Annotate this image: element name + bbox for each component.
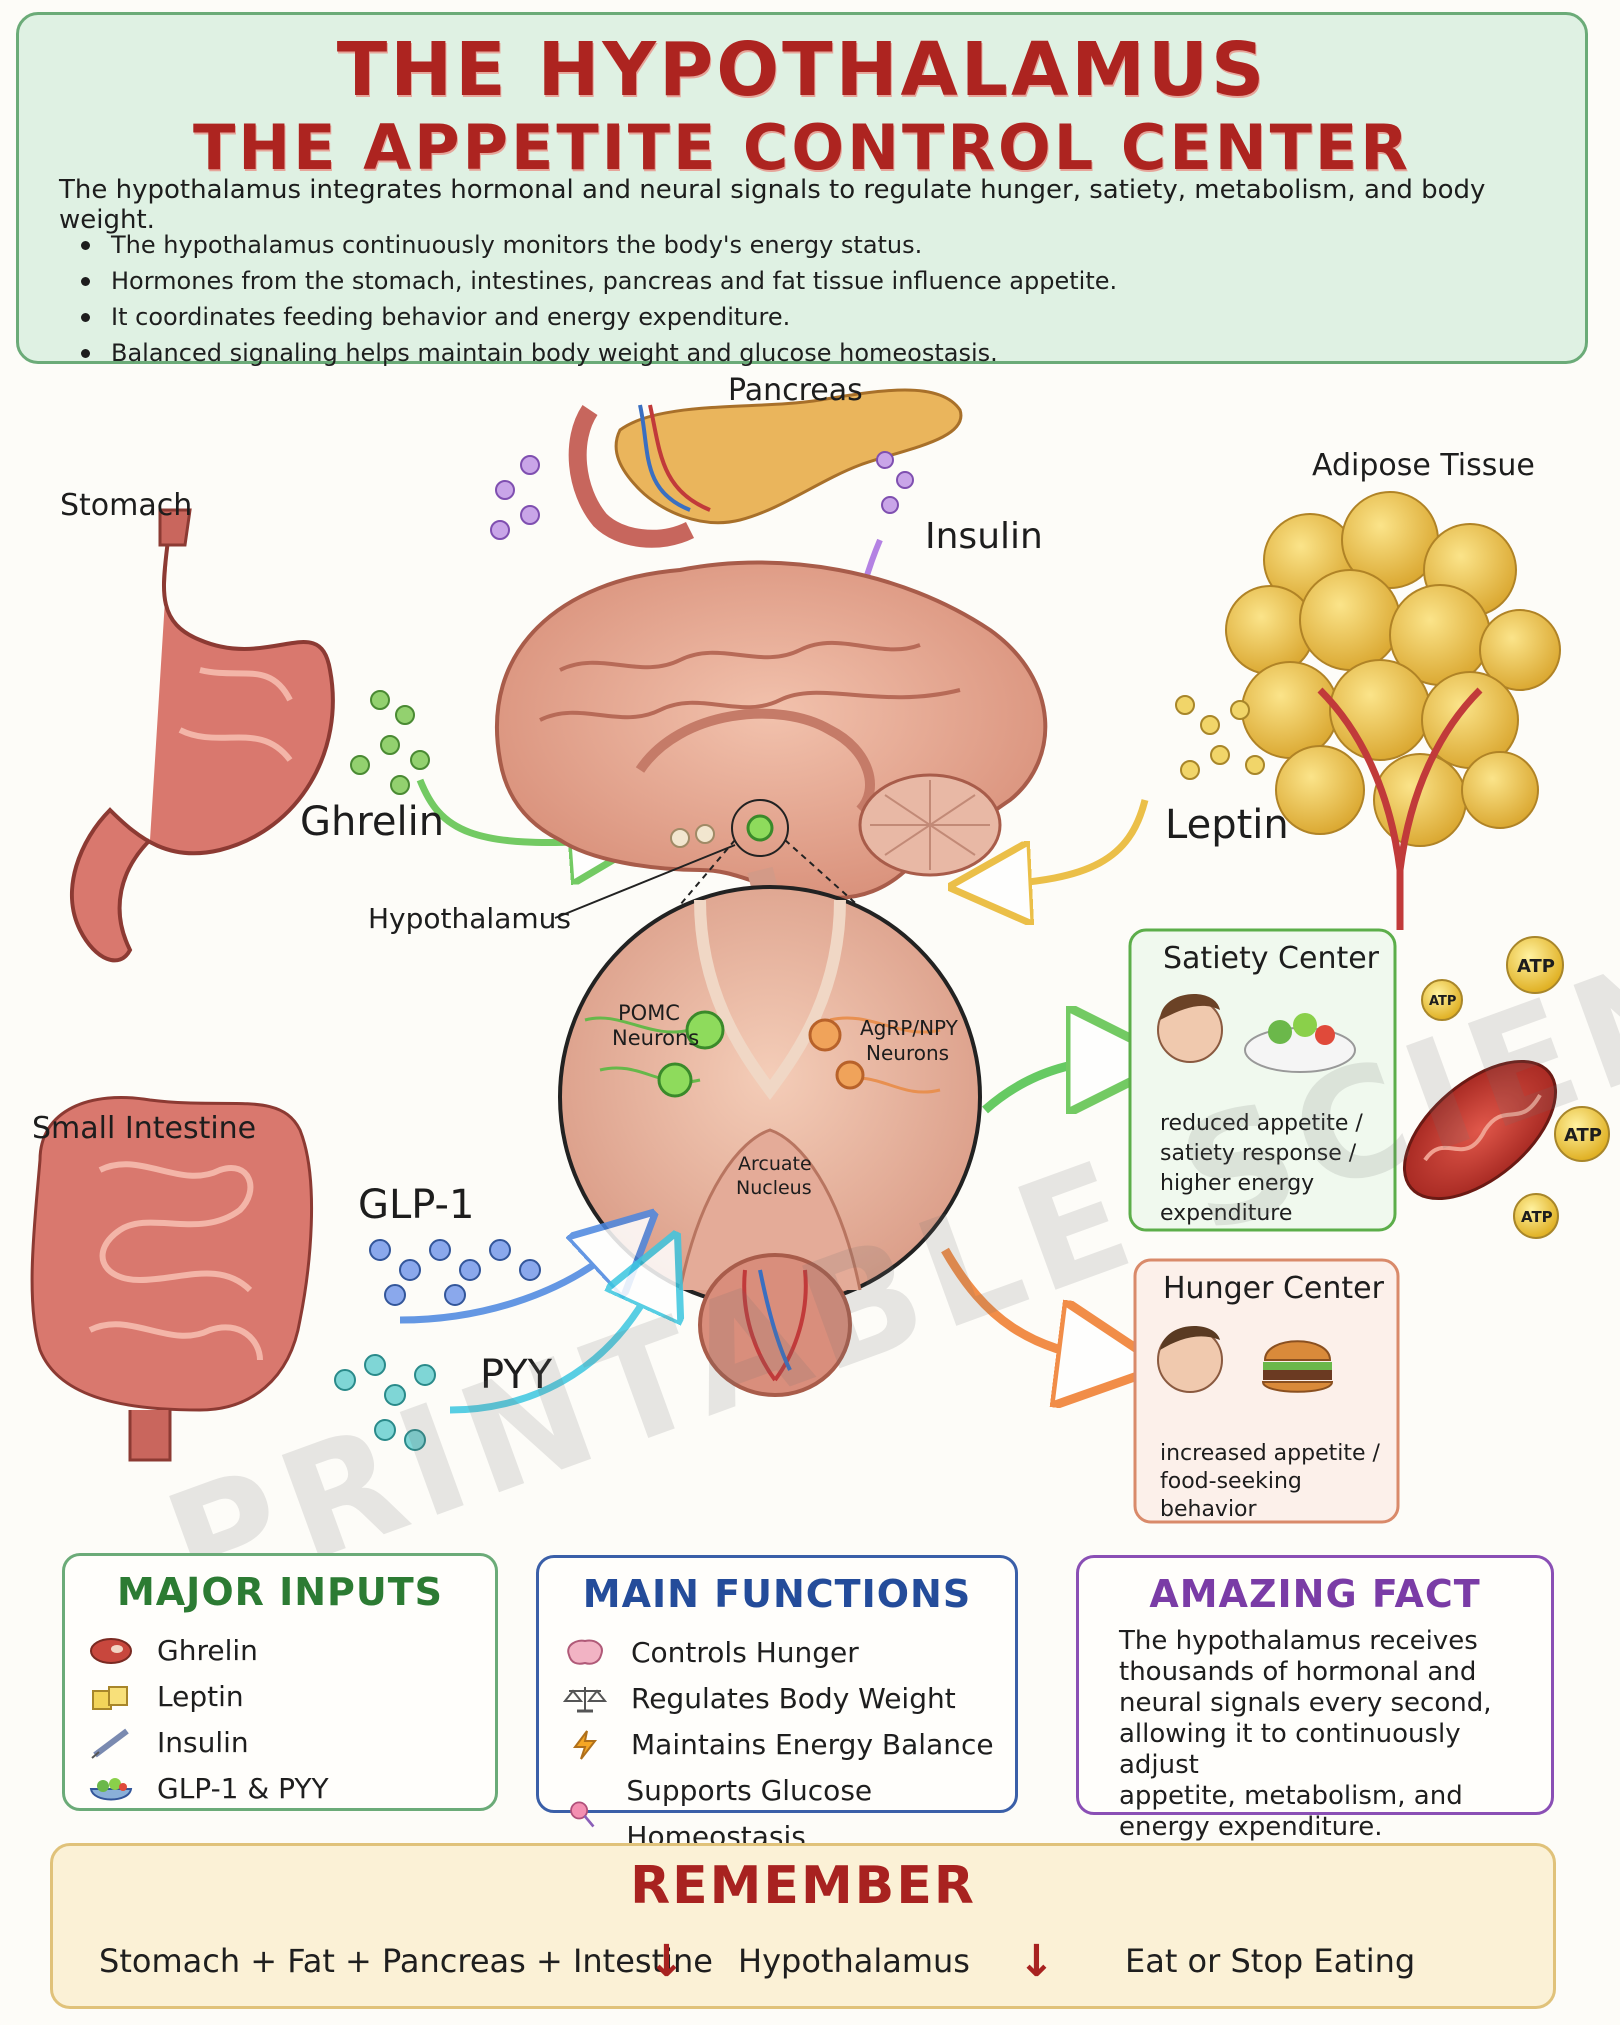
small-intestine-label: Small Intestine: [32, 1111, 256, 1146]
amazing-fact-text: The hypothalamus receives thousands of h…: [1119, 1626, 1492, 1842]
atp-badge: ATP: [1421, 979, 1463, 1021]
arcuate-label-line2: Nucleus: [736, 1177, 812, 1199]
fat-cubes-icon: [92, 1686, 128, 1710]
bullet-item: Hormones from the stomach, intestines, p…: [77, 263, 1557, 299]
glp1-label: GLP-1: [358, 1182, 474, 1228]
svg-text:ATP: ATP: [1564, 1125, 1602, 1146]
satiety-title: Satiety Center: [1163, 941, 1380, 976]
scale-icon: [563, 1687, 607, 1713]
hypothalamus-focus-ring: [731, 799, 789, 857]
atp-badge: ATP: [1506, 936, 1564, 994]
svg-text:ATP: ATP: [1429, 994, 1456, 1009]
pyy-label: PYY: [480, 1352, 553, 1398]
intro-text: The hypothalamus integrates hormonal and…: [59, 175, 1486, 235]
hunger-desc-3: behavior: [1160, 1497, 1258, 1522]
satiety-arrow: [982, 1060, 1120, 1110]
satiety-desc-2: satiety response /: [1160, 1141, 1357, 1166]
major-inputs-box: MAJOR INPUTS Ghrelin Leptin Insulin GLP-…: [62, 1553, 498, 1811]
adipose-label: Adipose Tissue: [1312, 448, 1535, 483]
remember-title: REMEMBER: [630, 1856, 976, 1916]
main-functions-title: MAIN FUNCTIONS: [582, 1572, 972, 1616]
amazing-fact-title: AMAZING FACT: [1149, 1572, 1481, 1616]
pancreas-label: Pancreas: [728, 373, 863, 408]
glp1-molecule: [369, 1239, 541, 1306]
main-functions-box: MAIN FUNCTIONS Controls Hunger Regulates…: [536, 1555, 1018, 1853]
syringe-icon: [91, 1728, 129, 1759]
bullet-item: Balanced signaling helps maintain body w…: [77, 335, 1557, 371]
bullet-item: It coordinates feeding behavior and ener…: [77, 299, 1557, 335]
appetite-diagram: Stomach Ghrelin Pancreas Insulin Hypotha…: [30, 373, 1610, 1524]
brain-icon: [567, 1639, 603, 1665]
hunger-desc-2: food-seeking: [1160, 1469, 1302, 1494]
atp-badge: ATP: [1554, 1106, 1610, 1162]
list-item: Ghrelin: [89, 1628, 495, 1674]
arcuate-label-line1: Arcuate: [738, 1153, 812, 1175]
hunger-center-box: Hunger Center increased appetite / food-…: [1133, 1258, 1400, 1524]
ghrelin-molecule: [350, 690, 430, 795]
hypothalamus-label: Hypothalamus: [368, 902, 571, 935]
mitochondrion-illustration: [1402, 1059, 1558, 1201]
small-intestine-illustration: [30, 1096, 314, 1462]
list-item: Regulates Body Weight: [563, 1676, 1015, 1722]
burger-icon: [1261, 1340, 1334, 1393]
list-item: Maintains Energy Balance: [563, 1722, 1015, 1768]
pancreas-illustration: [568, 388, 963, 548]
header-panel: THE HYPOTHALAMUS THE APPETITE CONTROL CE…: [16, 12, 1588, 367]
hunger-arrow: [941, 1247, 1110, 1360]
hunger-desc-1: increased appetite /: [1160, 1441, 1381, 1466]
lollipop-icon: [570, 1801, 595, 1828]
list-item: Leptin: [89, 1674, 495, 1720]
hypothalamus-pointer: [554, 844, 736, 919]
pyy-molecule: [334, 1354, 436, 1451]
hypothalamus-zoom-view: [558, 885, 982, 1397]
pomc-label-line1: POMC: [618, 1001, 680, 1025]
satiety-desc-4: expenditure: [1160, 1201, 1292, 1226]
remember-outcome: Eat or Stop Eating: [1125, 1942, 1416, 1980]
intro-bullets: The hypothalamus continuously monitors t…: [77, 227, 1557, 371]
ghrelin-label: Ghrelin: [300, 799, 444, 845]
satiety-center-box: Satiety Center reduced appetite / satiet…: [1128, 928, 1397, 1232]
salad-icon: [89, 1778, 133, 1801]
pomc-label-line2: Neurons: [612, 1026, 699, 1050]
insulin-molecule: [490, 451, 914, 540]
svg-text:ATP: ATP: [1517, 956, 1555, 977]
remember-panel: REMEMBER Stomach + Fat + Pancreas + Inte…: [50, 1843, 1556, 2009]
leptin-label: Leptin: [1165, 802, 1289, 848]
leptin-molecule: [1175, 695, 1265, 780]
leptin-arrow: [990, 799, 1149, 885]
pyy-arrow: [449, 1270, 660, 1414]
lightning-icon: [573, 1730, 598, 1760]
steak-icon: [90, 1638, 132, 1664]
satiety-desc-1: reduced appetite /: [1160, 1111, 1363, 1136]
agrp-label-line1: AgRP/NPY: [860, 1016, 959, 1040]
insulin-label: Insulin: [925, 516, 1043, 557]
list-item: Controls Hunger: [563, 1630, 1015, 1676]
remember-row: Stomach + Fat + Pancreas + Intestine ↓ H…: [53, 1936, 1553, 1996]
svg-text:ATP: ATP: [1521, 1208, 1553, 1226]
down-arrow-icon: ↓: [1018, 1936, 1055, 1987]
stomach-illustration: [70, 508, 335, 963]
remember-inputs: Stomach + Fat + Pancreas + Intestine: [99, 1942, 713, 1980]
page-title: THE HYPOTHALAMUS: [336, 27, 1268, 113]
major-inputs-title: MAJOR INPUTS: [116, 1570, 444, 1614]
remember-hypothalamus: Hypothalamus: [738, 1942, 970, 1980]
satiety-desc-3: higher energy: [1160, 1171, 1314, 1196]
agrp-label-line2: Neurons: [866, 1041, 949, 1065]
page-subtitle: THE APPETITE CONTROL CENTER: [193, 111, 1411, 184]
adipose-vessels: [1317, 687, 1483, 930]
atp-badge: ATP: [1513, 1193, 1559, 1239]
stomach-label: Stomach: [60, 488, 192, 523]
glp1-arrow: [399, 1240, 625, 1324]
down-arrow-icon: ↓: [648, 1936, 685, 1987]
amazing-fact-box: AMAZING FACT The hypothalamus receives t…: [1076, 1555, 1554, 1842]
list-item: GLP-1 & PYY: [89, 1766, 495, 1812]
hunger-title: Hunger Center: [1163, 1271, 1385, 1306]
adipose-illustration: [1225, 491, 1561, 847]
list-item: Insulin: [89, 1720, 495, 1766]
bullet-item: The hypothalamus continuously monitors t…: [77, 227, 1557, 263]
